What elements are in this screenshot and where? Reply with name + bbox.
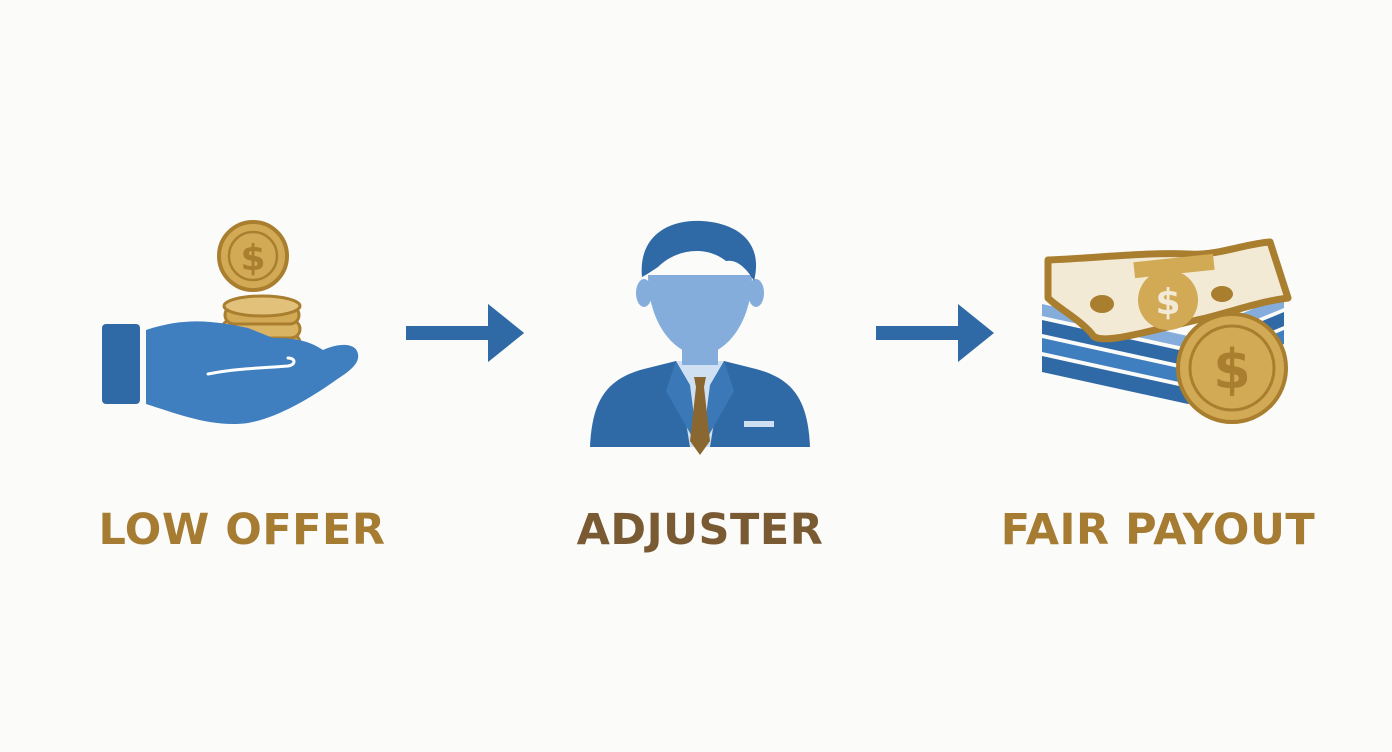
adjuster-person-icon: [590, 220, 810, 455]
arrow-right-icon: [406, 304, 524, 362]
svg-text:$: $: [1213, 338, 1251, 401]
step-label-fair-payout: FAIR PAYOUT: [1000, 505, 1316, 555]
cash-stack-with-coin-icon: $ $: [1042, 238, 1292, 424]
step-label-low-offer: LOW OFFER: [98, 505, 386, 555]
step-label-adjuster: ADJUSTER: [576, 505, 824, 555]
svg-text:$: $: [240, 238, 265, 279]
arrow-right-icon: [876, 304, 994, 362]
hand-with-coins-icon: $: [102, 220, 359, 425]
svg-text:$: $: [1155, 282, 1180, 323]
